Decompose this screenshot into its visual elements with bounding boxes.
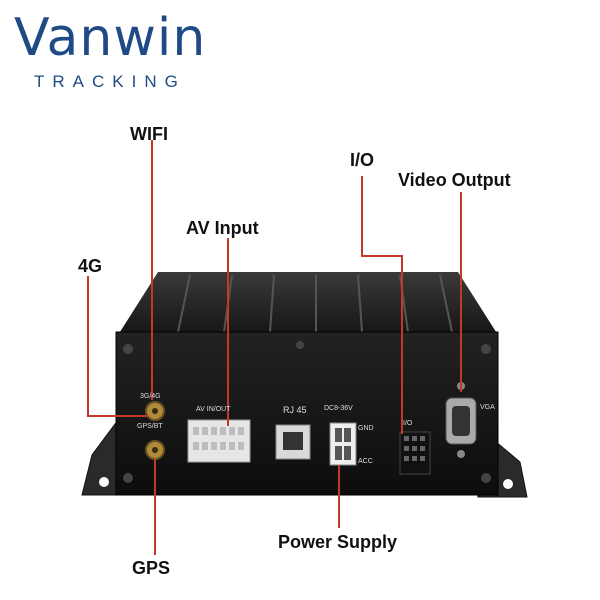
label-gps-bt: GPS/BT: [137, 423, 163, 430]
front-panel: [115, 331, 499, 496]
antenna-connector-gps: [145, 440, 165, 460]
callout-av-input: AV Input: [186, 218, 259, 238]
callout-power-supply: Power Supply: [278, 532, 398, 552]
label-3g4g: 3G/4G: [140, 393, 161, 400]
label-acc: ACC: [358, 458, 373, 465]
callout-video-output: Video Output: [398, 170, 511, 190]
label-av-in-out: AV IN/OUT: [196, 406, 231, 413]
power-connector: [329, 422, 357, 466]
av-connector: [187, 419, 251, 463]
callout-wifi: WIFI: [130, 124, 168, 144]
vanwin-logo: Vanwin TRACKING: [14, 6, 207, 98]
label-gnd: GND: [358, 425, 374, 432]
callout-4g-line: [87, 276, 148, 417]
callout-lines: [87, 140, 462, 555]
label-dc: DC8-36V: [324, 405, 353, 412]
logo-wordmark: Vanwin: [14, 8, 207, 68]
callout-gps: GPS: [132, 558, 171, 578]
antenna-connector-4g: [145, 401, 165, 421]
label-io-panel: I/O: [403, 420, 413, 427]
logo-subtitle: TRACKING: [34, 72, 186, 91]
label-rj45: RJ 45: [283, 405, 307, 415]
callout-io: I/O: [350, 150, 375, 170]
callout-io-line: [361, 176, 403, 434]
label-vga: VGA: [480, 404, 495, 411]
callout-4g: 4G: [78, 256, 103, 276]
